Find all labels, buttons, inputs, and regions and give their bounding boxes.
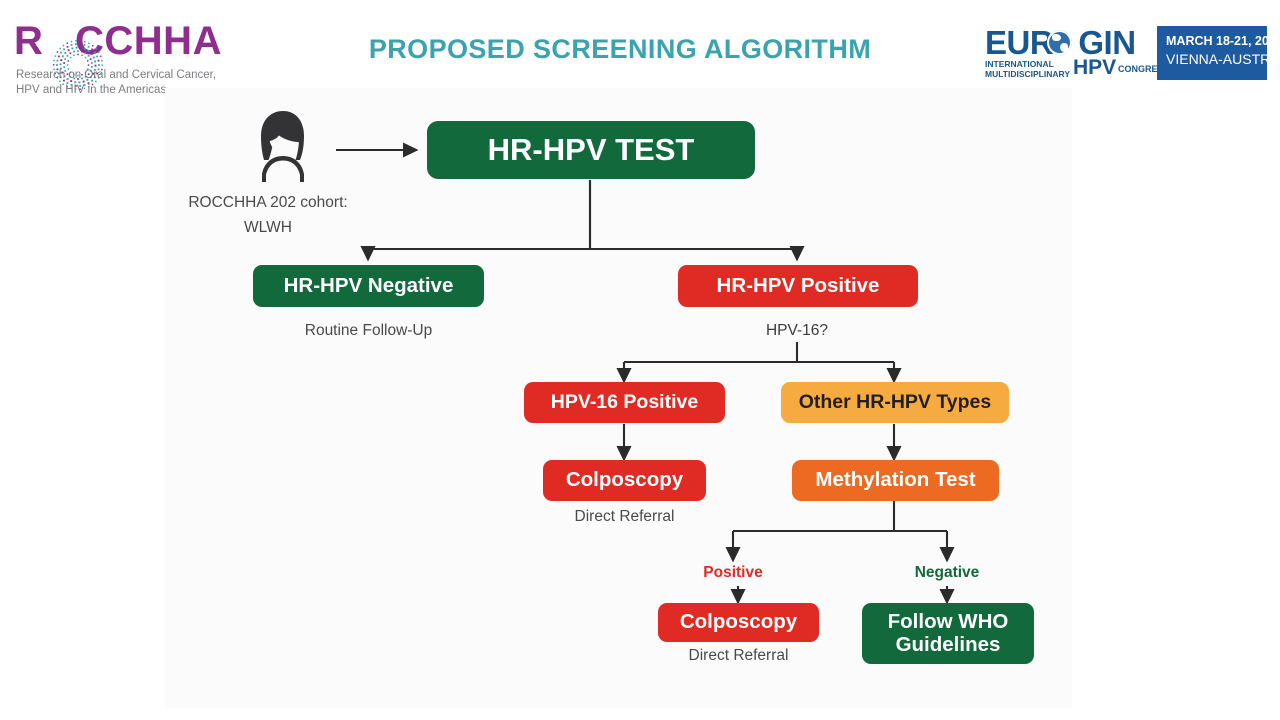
eurogin-word-before: EUR — [985, 24, 1054, 61]
eurogin-badge-dates: MARCH 18-21, 2026 — [1166, 34, 1280, 48]
cohort-caption: ROCCHHA 202 cohort: WLWH — [171, 190, 365, 240]
edge-label-methylation-positive: Positive — [703, 564, 763, 581]
eurogin-hpv-text: HPV — [1073, 56, 1117, 79]
rocchha-dot-burst-icon — [52, 40, 104, 90]
rocchha-wordmark: ROCCHHA — [14, 18, 222, 64]
globe-icon — [1047, 30, 1072, 55]
rocchha-tagline-line1: Research on Oral and Cervical Cancer, — [16, 69, 217, 81]
node-hpv16-positive[interactable]: HPV-16 Positive — [524, 382, 725, 423]
page-title: PROPOSED SCREENING ALGORITHM — [368, 34, 872, 64]
node-colposcopy-methylation[interactable]: Colposcopy — [658, 603, 819, 642]
node-hr-hpv-positive[interactable]: HR-HPV Positive — [678, 265, 918, 307]
rocchha-logo: ROCCHHA Research on Oral and Cervical Ca… — [14, 18, 254, 98]
cohort-caption-line1: ROCCHHA 202 cohort: — [188, 194, 348, 211]
eurogin-badge-location: VIENNA-AUSTRIA — [1166, 51, 1280, 67]
caption-direct-referral-methylation: Direct Referral — [688, 647, 789, 664]
eurogin-mark: EUROGIN INTERNATIONAL MULTIDISCIPLINARY … — [985, 26, 1170, 82]
eurogin-event-badge: MARCH 18-21, 2026 VIENNA-AUSTRIA — [1157, 26, 1280, 80]
eurogin-wordmark: EUROGIN — [985, 26, 1136, 60]
rocchha-tagline-line2: HPV and HIV in the Americas — [16, 84, 167, 96]
eurogin-subtitle: INTERNATIONAL MULTIDISCIPLINARY — [985, 59, 1070, 79]
node-other-hr-hpv-types[interactable]: Other HR-HPV Types — [781, 382, 1009, 423]
node-hr-hpv-test[interactable]: HR-HPV TEST — [427, 121, 755, 179]
node-follow-who-guidelines[interactable]: Follow WHO Guidelines — [862, 603, 1034, 664]
node-methylation-test[interactable]: Methylation Test — [792, 460, 999, 501]
eurogin-word-after: GIN — [1078, 24, 1136, 61]
rocchha-word-before: R — [14, 19, 44, 63]
edge-label-methylation-negative: Negative — [914, 564, 980, 581]
cohort-caption-line2: WLWH — [244, 219, 292, 236]
edge-label-hpv16-question: HPV-16? — [765, 322, 829, 339]
rocchha-tagline: Research on Oral and Cervical Cancer, HP… — [16, 68, 216, 98]
node-follow-who-line2: Guidelines — [895, 632, 1001, 656]
node-hr-hpv-negative[interactable]: HR-HPV Negative — [253, 265, 484, 307]
caption-direct-referral-hpv16: Direct Referral — [574, 508, 675, 525]
node-follow-who-line1: Follow WHO — [887, 609, 1009, 633]
patient-avatar-icon — [261, 111, 304, 182]
eurogin-subtitle-line2: MULTIDISCIPLINARY — [985, 69, 1070, 79]
node-colposcopy-hpv16[interactable]: Colposcopy — [543, 460, 706, 501]
eurogin-logo: EUROGIN INTERNATIONAL MULTIDISCIPLINARY … — [985, 26, 1280, 82]
rocchha-word-after: CCHHA — [75, 19, 222, 63]
eurogin-subtitle-line1: INTERNATIONAL — [985, 59, 1054, 69]
eurogin-congress-text: CONGRESS — [1118, 64, 1170, 74]
slide-header: ROCCHHA Research on Oral and Cervical Ca… — [0, 0, 1280, 96]
caption-routine-follow-up: Routine Follow-Up — [304, 322, 433, 339]
